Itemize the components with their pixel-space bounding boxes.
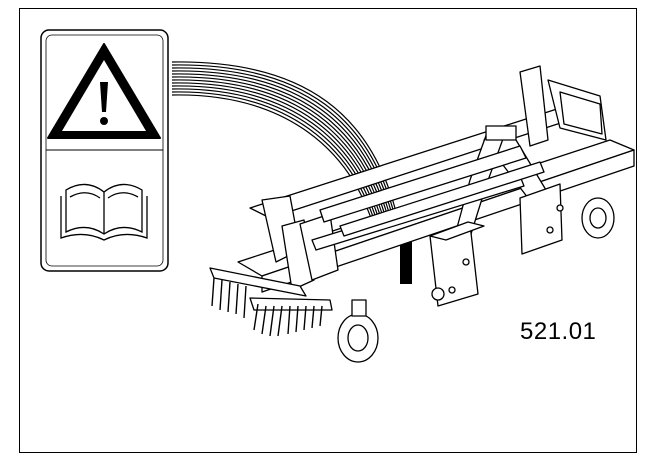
machine-illustration — [209, 65, 635, 363]
warning-triangle-icon — [47, 43, 161, 139]
safety-label — [40, 29, 169, 272]
figure-code: 521.01 — [520, 318, 597, 345]
spring-tines — [211, 277, 323, 337]
figure-frame — [19, 8, 637, 453]
open-book-icon — [60, 183, 148, 241]
label-location-marker — [400, 236, 412, 284]
